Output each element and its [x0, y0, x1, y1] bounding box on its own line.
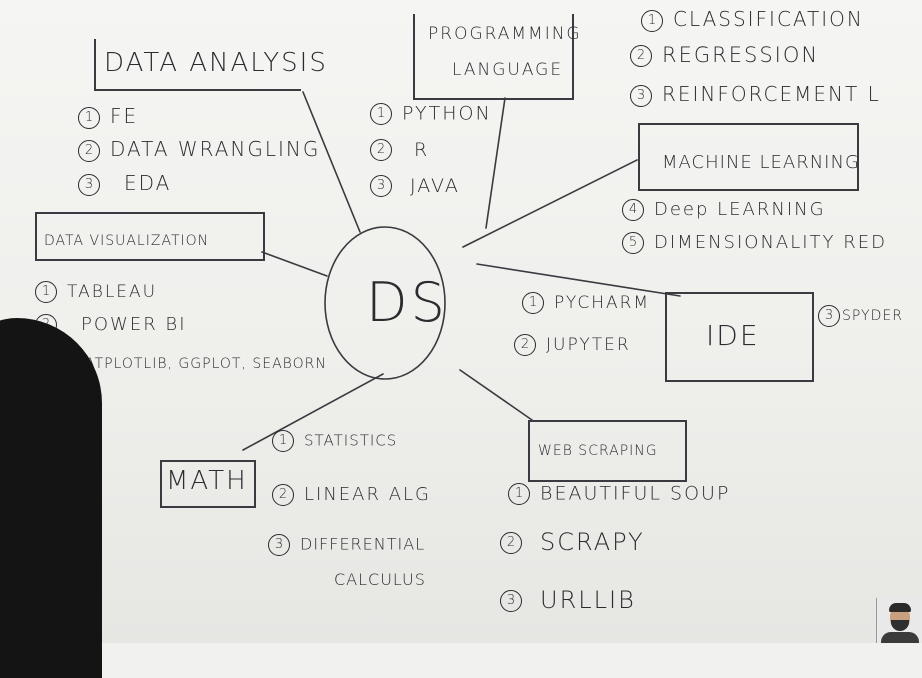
number-badge: 2 — [370, 139, 392, 161]
math-title: MATH — [166, 466, 248, 496]
center-label: DS — [366, 271, 448, 334]
line-ide — [476, 263, 681, 297]
number-badge: 5 — [622, 232, 644, 254]
web-scraping-title: WEB SCRAPING — [538, 443, 658, 459]
line-math — [242, 373, 384, 451]
number-badge: 1 — [272, 430, 294, 452]
number-badge: 3 — [500, 590, 522, 612]
number-badge: 3 — [78, 173, 100, 196]
number-badge: 1 — [35, 281, 57, 303]
number-badge: 3 — [370, 175, 392, 197]
line-programming — [485, 97, 506, 229]
line-machine-learning — [462, 159, 638, 248]
presenter-silhouette-icon — [0, 318, 102, 678]
web-scraping-box — [528, 420, 687, 482]
number-badge: 2 — [500, 532, 522, 554]
number-badge: 3 — [630, 84, 652, 107]
ide-title: IDE — [706, 319, 760, 352]
line-web-scraping — [459, 369, 533, 421]
math-box — [160, 460, 256, 508]
data-visualization-box — [35, 212, 265, 261]
programming-language-box — [413, 14, 574, 100]
number-badge: 3 — [268, 534, 290, 556]
number-badge: 1 — [508, 483, 530, 505]
center-circle — [324, 226, 446, 380]
data-visualization-title: DATA VISUALIZATION — [44, 233, 210, 249]
machine-learning-box — [638, 123, 859, 191]
number-badge: 2 — [272, 484, 294, 506]
math-item-3-line2: CALCULUS — [334, 570, 426, 589]
number-badge: 1 — [522, 292, 544, 314]
data-analysis-title: DATA ANALYSIS — [104, 48, 328, 78]
number-badge: 1 — [78, 106, 100, 129]
number-badge: 2 — [630, 45, 652, 67]
number-badge: 2 — [514, 334, 536, 356]
programming-title-line1: PROGRAMMING — [428, 24, 582, 44]
machine-learning-title: MACHINE LEARNING — [662, 152, 860, 173]
line-data-analysis — [302, 91, 361, 233]
number-badge: 1 — [370, 103, 392, 125]
programming-title-line2: LANGUAGE — [452, 60, 564, 80]
number-badge: 4 — [622, 199, 644, 221]
ide-box — [665, 292, 814, 382]
line-data-visualization — [261, 251, 328, 277]
presenter-avatar-icon — [876, 598, 922, 643]
data-analysis-box — [94, 39, 301, 91]
number-badge: 2 — [78, 139, 100, 162]
number-badge: 3 — [818, 305, 840, 327]
connector-lines — [242, 91, 681, 451]
number-badge: 1 — [641, 9, 663, 32]
